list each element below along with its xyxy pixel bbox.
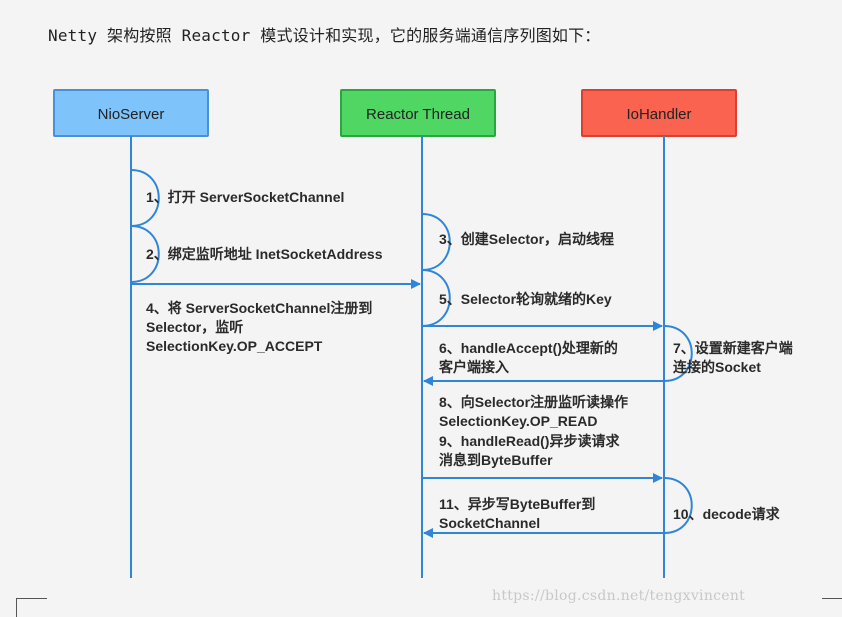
step-6-label-line2: 客户端接入 — [438, 359, 509, 375]
step-7-label-line1: 7、设置新建客户端 — [673, 340, 793, 356]
watermark: https://blog.csdn.net/tengxvincent — [492, 588, 746, 604]
step-4-label-line2: Selector，监听 — [146, 319, 243, 335]
step-1-label: 1、打开 ServerSocketChannel — [146, 189, 344, 205]
step-10-label: 10、decode请求 — [673, 506, 781, 522]
step-6-label-line1: 6、handleAccept()处理新的 — [439, 340, 618, 356]
step-9-label-line2: 消息到ByteBuffer — [439, 452, 553, 468]
step-11-label-line1: 11、异步写ByteBuffer到 — [439, 496, 595, 512]
participant-nioserver: NioServer — [53, 89, 209, 137]
participant-label: IoHandler — [626, 106, 691, 123]
self-call-arc-10 — [663, 477, 693, 534]
step-7-label-line2: 连接的Socket — [673, 359, 761, 375]
step-4-label-line1: 4、将 ServerSocketChannel注册到 — [146, 300, 372, 316]
participant-box — [581, 89, 737, 137]
step-8-label-line2: SelectionKey.OP_READ — [439, 413, 597, 429]
step-11-label-line2: SocketChannel — [439, 515, 540, 531]
participant-iohandler: IoHandler — [581, 89, 737, 137]
participant-reactor-thread: Reactor Thread — [340, 89, 496, 137]
corner-mark-left — [16, 598, 47, 617]
participant-label: Reactor Thread — [366, 106, 470, 123]
corner-mark-right — [822, 598, 842, 617]
step-8-label-line1: 8、向Selector注册监听读操作 — [439, 394, 628, 410]
step-2-label: 2、绑定监听地址 InetSocketAddress — [146, 246, 383, 262]
self-call-arc-7 — [663, 325, 693, 382]
step-4-label-line3: SelectionKey.OP_ACCEPT — [146, 338, 323, 354]
step-5-label: 5、Selector轮询就绪的Key — [439, 291, 612, 307]
step-9-label-line1: 9、handleRead()异步读请求 — [439, 433, 620, 449]
self-call-arc-3 — [421, 213, 451, 271]
step-3-label: 3、创建Selector，启动线程 — [439, 231, 614, 247]
participant-box — [340, 89, 496, 137]
self-call-arc-2 — [130, 225, 160, 283]
self-call-arc-5 — [421, 269, 451, 327]
intro-text: Netty 架构按照 Reactor 模式设计和实现，它的服务端通信序列图如下： — [48, 26, 601, 45]
self-call-arc-1 — [130, 169, 160, 227]
participant-label: NioServer — [98, 106, 165, 123]
